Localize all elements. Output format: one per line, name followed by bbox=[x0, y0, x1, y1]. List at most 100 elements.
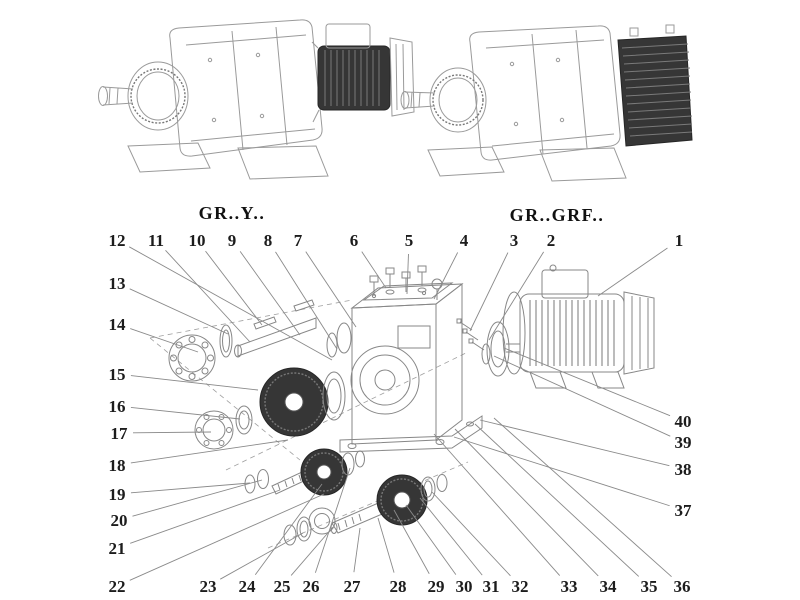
variant-label-grf: GR..GRF.. bbox=[510, 205, 605, 225]
seal-ring-inner bbox=[222, 329, 230, 353]
leader-line-33 bbox=[433, 433, 561, 576]
callout-number-38: 38 bbox=[675, 460, 692, 479]
shaft-end bbox=[98, 86, 108, 106]
callout-number-1: 1 bbox=[675, 231, 684, 250]
leader-line-39 bbox=[493, 355, 671, 437]
leader-line-1 bbox=[597, 247, 668, 297]
callout-number-15: 15 bbox=[109, 365, 126, 384]
leader-line-29 bbox=[393, 509, 430, 574]
roller-bearing-inner bbox=[177, 343, 207, 373]
gear-hub bbox=[284, 392, 304, 412]
housing-ribs bbox=[185, 26, 316, 151]
projection-lines bbox=[149, 299, 469, 549]
callout-number-13: 13 bbox=[109, 274, 126, 293]
pinion-teeth bbox=[277, 474, 302, 491]
motor-flange-ring bbox=[486, 321, 510, 377]
leader-line-7 bbox=[305, 251, 357, 328]
foot bbox=[237, 145, 329, 180]
shaft-key bbox=[253, 316, 277, 330]
leader-line-10 bbox=[205, 250, 263, 326]
bolt-dot bbox=[559, 117, 565, 123]
leader-line-23 bbox=[220, 532, 304, 580]
input-shaft-assembly bbox=[168, 299, 352, 382]
callout-number-8: 8 bbox=[264, 231, 273, 250]
output-shaft bbox=[102, 86, 134, 106]
leader-line-13 bbox=[129, 288, 229, 335]
washer bbox=[436, 474, 448, 492]
callout-number-2: 2 bbox=[547, 231, 556, 250]
cover-bolt bbox=[629, 27, 639, 37]
callout-number-28: 28 bbox=[390, 577, 407, 596]
terminal-box bbox=[541, 269, 589, 299]
foot-hole bbox=[466, 421, 474, 427]
leader-line-4 bbox=[433, 252, 459, 300]
callout-number-17: 17 bbox=[111, 424, 129, 443]
bolt-dot bbox=[211, 117, 217, 123]
leader-line-40 bbox=[503, 347, 671, 417]
bolt-circle bbox=[130, 68, 186, 124]
callout-number-7: 7 bbox=[294, 231, 303, 250]
motor-body bbox=[317, 45, 391, 111]
motor-seal bbox=[481, 343, 491, 365]
washer bbox=[257, 469, 269, 489]
retaining-ring-inner bbox=[423, 480, 433, 498]
callout-number-23: 23 bbox=[200, 577, 217, 596]
leader-line-19 bbox=[130, 482, 251, 494]
ball-bearing-inner bbox=[314, 513, 330, 529]
shaft-end bbox=[234, 344, 242, 358]
leader-line-36 bbox=[493, 417, 672, 578]
gear-teeth bbox=[380, 478, 424, 522]
callout-number-36: 36 bbox=[674, 577, 691, 596]
foot bbox=[427, 146, 505, 177]
shaft-key bbox=[293, 299, 315, 312]
output-boss bbox=[429, 67, 487, 133]
bolt-head bbox=[401, 271, 411, 279]
bore-mid bbox=[359, 354, 411, 406]
output-boss-inner bbox=[438, 77, 478, 123]
motor-flange-disc bbox=[502, 291, 526, 375]
callout-number-26: 26 bbox=[303, 577, 320, 596]
bore-inner bbox=[374, 369, 396, 391]
assembled-view-grf bbox=[400, 24, 693, 182]
grf-cover-fins bbox=[621, 43, 693, 137]
leader-line-32 bbox=[431, 491, 511, 577]
callout-number-3: 3 bbox=[510, 231, 519, 250]
callout-number-19: 19 bbox=[109, 485, 126, 504]
bolt-dot bbox=[259, 113, 265, 119]
variant-label-gry: GR..Y.. bbox=[199, 203, 266, 223]
sleeve-inner bbox=[238, 410, 250, 430]
foot-hole bbox=[347, 443, 357, 449]
leader-line-8 bbox=[275, 251, 338, 350]
fan-cowl bbox=[623, 291, 655, 375]
retaining-ring bbox=[420, 476, 436, 502]
base-flange bbox=[339, 415, 483, 453]
stud-head bbox=[456, 318, 462, 324]
housing bbox=[339, 282, 483, 453]
housing-ribs bbox=[485, 29, 615, 155]
stud-head bbox=[462, 328, 468, 334]
leader-line-18 bbox=[130, 439, 289, 464]
leader-line-2 bbox=[488, 251, 545, 341]
callout-number-29: 29 bbox=[428, 577, 445, 596]
leader-line-28 bbox=[377, 517, 395, 573]
terminal-box bbox=[325, 23, 371, 49]
callout-number-21: 21 bbox=[109, 539, 126, 558]
callout-number-4: 4 bbox=[460, 231, 469, 250]
exploded-view bbox=[149, 264, 655, 549]
leader-line-26 bbox=[314, 467, 351, 573]
callout-number-18: 18 bbox=[109, 456, 126, 475]
bolt-circle bbox=[432, 74, 484, 126]
fan-cowl bbox=[389, 37, 415, 117]
motor-assembly bbox=[456, 264, 655, 389]
motor-fins bbox=[529, 300, 615, 366]
motor-feet bbox=[529, 371, 625, 389]
output-boss-inner bbox=[136, 71, 180, 121]
leader-line-17 bbox=[132, 431, 212, 434]
leader-line-16 bbox=[130, 407, 241, 420]
sleeve bbox=[235, 405, 253, 435]
leader-lines bbox=[129, 246, 672, 581]
bearing-rollers bbox=[170, 336, 214, 380]
foot bbox=[127, 142, 211, 173]
shaft-end bbox=[330, 522, 338, 534]
